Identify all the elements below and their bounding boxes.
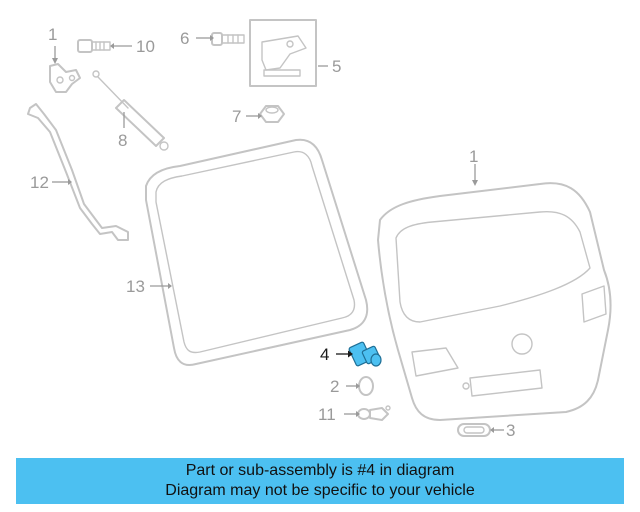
- callout-12: 12: [30, 173, 49, 192]
- part-3-cover[interactable]: [457, 423, 491, 437]
- callout-13: 13: [126, 277, 145, 296]
- callout-5: 5: [332, 57, 341, 76]
- part-8-gas-strut[interactable]: [92, 70, 169, 151]
- part-2-plug[interactable]: [358, 376, 374, 396]
- part-10-bolt[interactable]: [77, 39, 111, 53]
- info-banner: Part or sub-assembly is #4 in diagram Di…: [16, 458, 624, 504]
- parts-diagram: 1 10 6 5 7 8: [27, 19, 612, 440]
- callout-7: 7: [232, 107, 241, 126]
- callout-1: 1: [469, 147, 478, 166]
- part-9-hinge-bracket[interactable]: [49, 63, 81, 93]
- part-4-switch-highlighted[interactable]: [348, 341, 382, 367]
- callout-2: 2: [330, 377, 339, 396]
- callout-3: 3: [506, 421, 515, 440]
- banner-line-part: Part or sub-assembly is #4 in diagram: [185, 462, 455, 479]
- callout-6: 6: [180, 29, 189, 48]
- part-11-fastener[interactable]: [357, 405, 391, 421]
- part-1-liftgate[interactable]: [377, 182, 612, 421]
- callout-8: 8: [118, 131, 127, 150]
- part-7-grommet[interactable]: [259, 105, 285, 123]
- callout-10: 10: [136, 37, 155, 56]
- callout-4: 4: [320, 345, 329, 364]
- part-12-strip[interactable]: [27, 103, 129, 241]
- callout-9: 1: [48, 25, 57, 44]
- callout-11: 11: [318, 405, 336, 424]
- part-6-bolt[interactable]: [211, 32, 245, 46]
- part-5-hinge[interactable]: [249, 19, 317, 87]
- banner-line-disclaimer: Diagram may not be specific to your vehi…: [165, 482, 475, 499]
- part-13-rear-glass[interactable]: [145, 138, 369, 366]
